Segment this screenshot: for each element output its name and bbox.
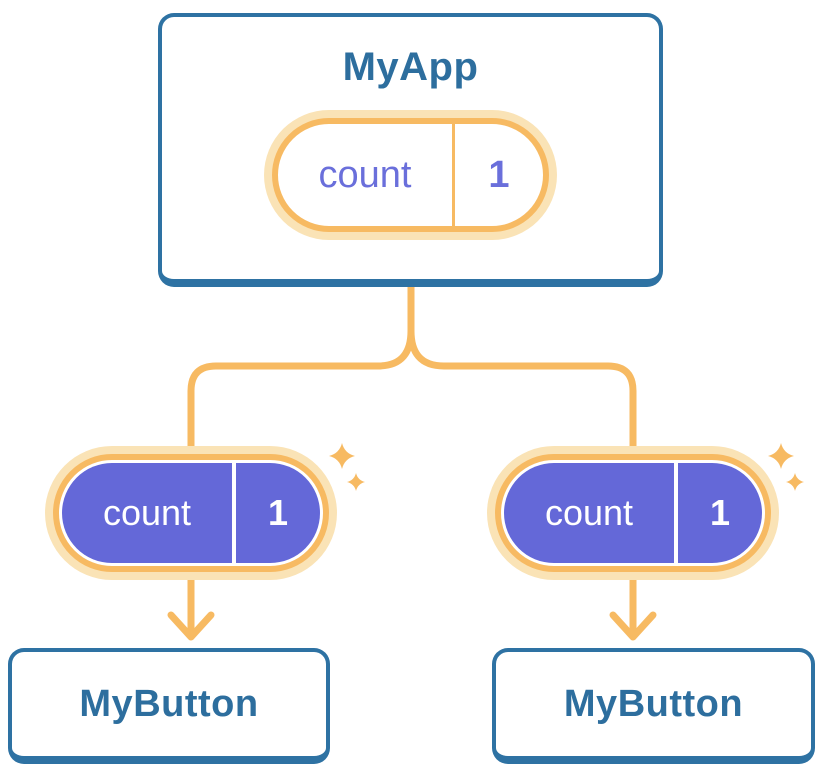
root-state-pill: count 1 xyxy=(264,110,557,240)
state-name-label: count xyxy=(318,153,412,196)
state-name-label: count xyxy=(102,492,192,533)
pill-divider xyxy=(674,463,678,563)
arrow-down-icon xyxy=(167,611,215,641)
right-child-state-pill: count 1 xyxy=(487,446,779,580)
left-button-component-card: MyButton xyxy=(8,648,330,764)
state-name-label: count xyxy=(544,492,634,533)
sparkle-icon xyxy=(768,443,804,491)
right-child-state-pill-body: count 1 xyxy=(504,463,762,563)
state-value: 1 xyxy=(267,492,289,533)
right-button-component-card: MyButton xyxy=(492,648,815,764)
right-child-state-pill-ring: count 1 xyxy=(495,454,771,572)
pill-divider xyxy=(452,124,455,226)
state-value: 1 xyxy=(488,153,510,196)
root-component-card: MyApp count 1 xyxy=(158,13,663,287)
branch-left-line xyxy=(187,327,415,638)
root-state-pill-ring: count 1 xyxy=(272,118,549,232)
left-child-state-pill-ring: count 1 xyxy=(53,454,329,572)
right-button-title: MyButton xyxy=(563,682,744,725)
root-component-title: MyApp xyxy=(342,45,479,89)
left-button-title: MyButton xyxy=(79,682,259,725)
left-child-state-pill-body: count 1 xyxy=(62,463,320,563)
branch-right-line xyxy=(407,327,637,638)
arrow-down-icon xyxy=(609,611,657,641)
state-value: 1 xyxy=(709,492,731,533)
left-child-state-pill: count 1 xyxy=(45,446,337,580)
sparkle-icon xyxy=(329,443,365,491)
pill-divider xyxy=(232,463,236,563)
